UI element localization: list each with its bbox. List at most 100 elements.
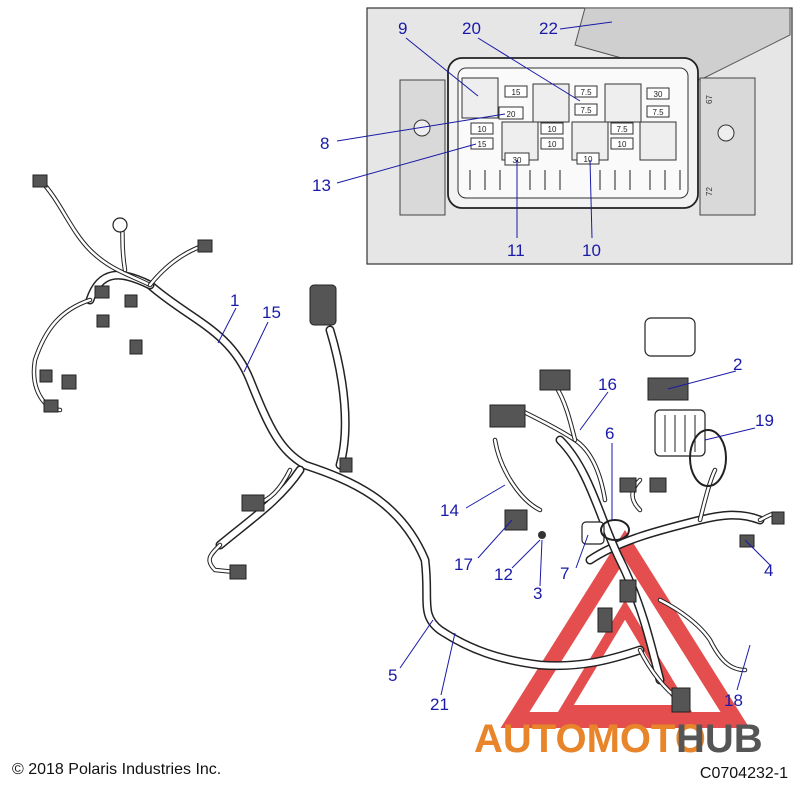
callout-6: 6 bbox=[605, 424, 614, 443]
callout-18: 18 bbox=[724, 691, 743, 710]
connector-bottom-left bbox=[229, 564, 247, 580]
fuse-1-rating: 15 bbox=[512, 88, 521, 97]
leader-10 bbox=[589, 159, 593, 239]
connector-far-right bbox=[771, 511, 785, 525]
connector-h bbox=[43, 399, 59, 413]
relay-3 bbox=[604, 83, 642, 123]
fuses: 15 7.5 30 20 7.5 7.5 10 10 7.5 15 10 10 … bbox=[470, 85, 670, 166]
callout-21: 21 bbox=[430, 695, 449, 714]
connector-r2 bbox=[649, 477, 667, 493]
fuse-1 bbox=[504, 85, 528, 98]
fuse-3 bbox=[646, 87, 670, 100]
callout-13: 13 bbox=[312, 176, 331, 195]
fuse-10-rating: 15 bbox=[478, 140, 487, 149]
callout-4: 4 bbox=[764, 561, 773, 580]
connector-top-left bbox=[32, 174, 48, 188]
callout-12: 12 bbox=[494, 565, 513, 584]
fuse-7 bbox=[470, 122, 494, 135]
main-harness bbox=[85, 270, 765, 685]
connector-f bbox=[39, 369, 53, 383]
connector-main-upper bbox=[309, 284, 337, 326]
fuse-11-rating: 10 bbox=[548, 140, 557, 149]
callouts-main: 1 15 2 16 6 19 14 17 12 3 7 4 5 21 18 bbox=[230, 291, 774, 714]
connector-16-group bbox=[539, 369, 571, 391]
grommet-7 bbox=[581, 521, 605, 545]
cable-loop bbox=[689, 429, 727, 487]
fuse-6-rating: 7.5 bbox=[652, 108, 664, 117]
relay-1 bbox=[461, 77, 499, 119]
fuse-9-rating: 7.5 bbox=[616, 125, 628, 134]
connector-r1 bbox=[619, 477, 637, 493]
fuse-14 bbox=[576, 152, 600, 165]
mount-bracket-left bbox=[399, 79, 446, 216]
connector-lower-left bbox=[241, 494, 265, 512]
fastener-3 bbox=[538, 531, 546, 539]
relay-housing-part-2 bbox=[644, 317, 696, 357]
relay-2 bbox=[532, 83, 570, 123]
fuse-3-rating: 30 bbox=[654, 90, 663, 99]
copyright-notice: © 2018 Polaris Industries Inc. bbox=[12, 761, 222, 778]
fuse-4-rating: 20 bbox=[507, 110, 516, 119]
fuse-7-rating: 10 bbox=[478, 125, 487, 134]
connector-14-group bbox=[489, 404, 526, 428]
callout-15: 15 bbox=[262, 303, 281, 322]
fuse-6 bbox=[646, 105, 670, 118]
leader-20 bbox=[477, 37, 581, 102]
connector-center-a bbox=[597, 607, 613, 633]
fuse-5 bbox=[574, 103, 598, 116]
leader-13 bbox=[336, 143, 477, 184]
leader-9 bbox=[405, 37, 479, 97]
terminal-slots bbox=[469, 170, 681, 190]
branch-wires bbox=[31, 177, 783, 703]
leader-8 bbox=[336, 113, 506, 142]
connector-mid bbox=[339, 457, 353, 473]
callout-5: 5 bbox=[388, 666, 397, 685]
connector-bottom-right bbox=[671, 687, 691, 713]
pin-number-top: 67 bbox=[705, 95, 714, 104]
inset-cable bbox=[574, 7, 791, 81]
callout-20: 20 bbox=[462, 19, 481, 38]
callout-19: 19 bbox=[755, 411, 774, 430]
callout-8: 8 bbox=[320, 134, 329, 153]
callout-10: 10 bbox=[582, 241, 601, 260]
callout-7: 7 bbox=[560, 564, 569, 583]
fuse-box-inset: 15 7.5 30 20 7.5 7.5 10 10 7.5 15 10 10 … bbox=[312, 7, 793, 265]
mount-hole-right bbox=[717, 124, 735, 142]
callout-2: 2 bbox=[733, 355, 742, 374]
fuse-8-rating: 10 bbox=[548, 125, 557, 134]
watermark-logo: AUTOMOTO HUB bbox=[474, 717, 763, 761]
callout-3: 3 bbox=[533, 584, 542, 603]
fuse-11 bbox=[540, 137, 564, 150]
watermark-text-hub: HUB bbox=[676, 717, 763, 761]
fuse-12 bbox=[610, 137, 634, 150]
fuse-12-rating: 10 bbox=[618, 140, 627, 149]
fuse-2-rating: 7.5 bbox=[580, 88, 592, 97]
callout-1: 1 bbox=[230, 291, 239, 310]
pin-number-bottom: 72 bbox=[705, 187, 714, 196]
callout-11: 11 bbox=[507, 241, 525, 260]
mount-bracket-right bbox=[699, 77, 756, 216]
relay-6 bbox=[639, 121, 677, 161]
fuse-14-rating: 10 bbox=[584, 155, 593, 164]
fuse-4 bbox=[498, 106, 524, 120]
connector-b bbox=[94, 285, 110, 299]
fuse-5-rating: 7.5 bbox=[580, 106, 592, 115]
grommet-6 bbox=[600, 519, 630, 541]
connector-d bbox=[96, 314, 110, 328]
fuse-9 bbox=[610, 122, 634, 135]
callout-14: 14 bbox=[440, 501, 459, 520]
fuse-block-part-19 bbox=[654, 409, 706, 457]
connector-a bbox=[197, 239, 213, 253]
connector-c bbox=[124, 294, 138, 308]
watermark-text-automoto: AUTOMOTO bbox=[474, 717, 706, 761]
fuse-10 bbox=[470, 137, 494, 150]
connector-17 bbox=[504, 509, 528, 531]
leader-22 bbox=[559, 21, 613, 30]
connector-round bbox=[112, 217, 128, 233]
connector-center-b bbox=[619, 579, 637, 603]
leader-lines bbox=[217, 307, 771, 696]
callout-22: 22 bbox=[539, 19, 558, 38]
mount-hole-left bbox=[413, 119, 431, 137]
